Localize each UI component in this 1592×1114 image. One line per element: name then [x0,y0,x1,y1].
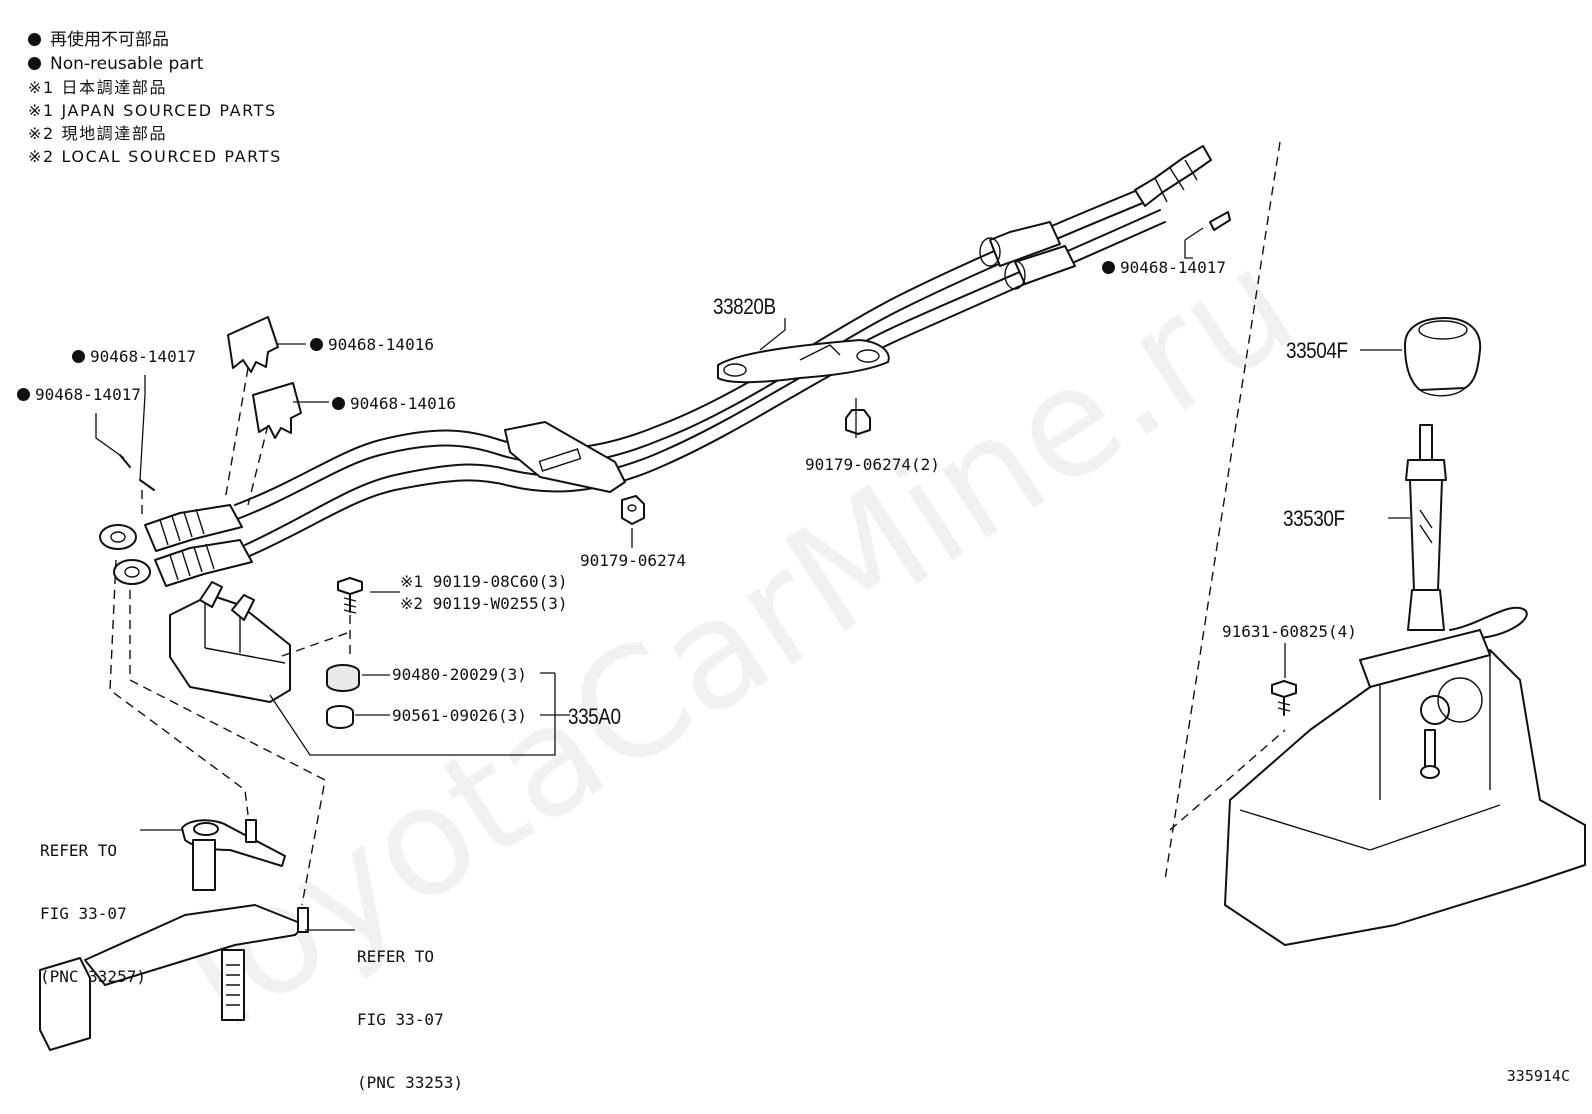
nut-drawings[interactable] [621,409,871,525]
bullet-icon [28,33,41,46]
label-cable-assembly[interactable]: 33820B [713,294,776,319]
label-clip-left-lower[interactable]: 90468-14017 [17,385,141,404]
label-clip-right[interactable]: 90468-14017 [1102,258,1226,277]
reference-lower[interactable]: REFER TO FIG 33-07 (PNC 33253) [357,947,463,1092]
label-retainer-upper[interactable]: 90468-14016 [310,335,434,354]
legend-note1-jp: ※1 日本調達部品 [28,78,168,97]
label-grommet[interactable]: 90480-20029(3) [392,665,527,684]
nonreusable-icon [310,338,323,351]
nonreusable-icon [17,388,30,401]
nonreusable-icon [1102,261,1115,274]
shift-lever-drawing[interactable] [1224,424,1586,946]
label-shift-knob[interactable]: 33504F [1286,338,1348,363]
bracket-drawing[interactable] [169,581,291,703]
leader-lines [95,227,1410,931]
fastener-drawings[interactable] [326,577,363,729]
linkage-drawings[interactable] [39,819,309,1051]
legend-note2-jp: ※2 現地調達部品 [28,124,168,143]
legend-note2-en: ※2 LOCAL SOURCED PARTS [28,147,282,166]
label-nut-center[interactable]: 90179-06274 [580,551,686,570]
label-shift-lever[interactable]: 33530F [1283,506,1345,531]
legend: 再使用不可部品 Non-reusable part ※1 日本調達部品 ※1 J… [28,28,282,168]
dashed-guides [109,141,1286,906]
legend-nonreusable-en: Non-reusable part [28,52,282,76]
label-retainer-lower[interactable]: 90468-14016 [332,394,456,413]
label-bracket-kit[interactable]: 335A0 [568,704,621,729]
reference-upper[interactable]: REFER TO FIG 33-07 (PNC 33257) [40,841,146,986]
legend-note1-en: ※1 JAPAN SOURCED PARTS [28,101,277,120]
bullet-icon [28,57,41,70]
nonreusable-icon [72,350,85,363]
label-collar[interactable]: 90561-09026(3) [392,706,527,725]
label-clip-left-upper[interactable]: 90468-14017 [72,347,196,366]
label-bolt-local[interactable]: ※2 90119-W0255(3) [400,594,568,613]
label-nut-bracket[interactable]: 90179-06274(2) [805,455,940,474]
nonreusable-icon [332,397,345,410]
label-lever-bolt[interactable]: 91631-60825(4) [1222,622,1357,641]
retainer-drawings[interactable] [227,316,302,439]
shift-knob-drawing[interactable] [1404,317,1482,397]
label-bolt-japan[interactable]: ※1 90119-08C60(3) [400,572,568,591]
figure-id: 335914C [1506,1067,1570,1085]
legend-nonreusable-jp: 再使用不可部品 [28,28,282,52]
cable-assembly-drawing[interactable] [99,145,1212,587]
